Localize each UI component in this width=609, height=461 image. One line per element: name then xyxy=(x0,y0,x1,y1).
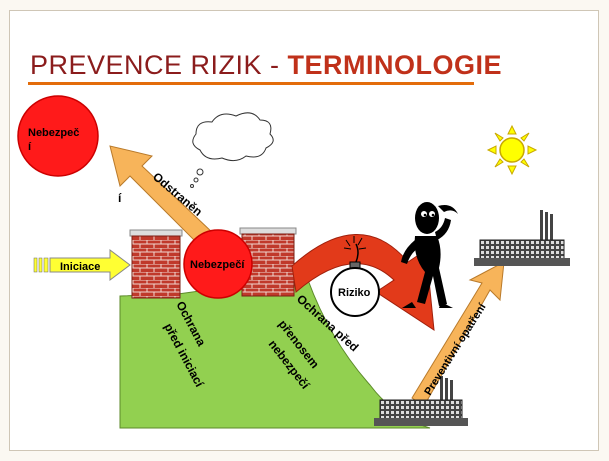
title-underline xyxy=(28,82,474,85)
removal-label-line2: í xyxy=(118,191,122,205)
cloud-icon xyxy=(190,112,274,188)
sun-icon xyxy=(486,124,538,176)
title-part2: TERMINOLOGIE xyxy=(287,50,503,80)
removal-arrow xyxy=(109,145,215,247)
title-separator: - xyxy=(262,50,288,80)
thinking-man-icon xyxy=(401,202,458,308)
factory-icon xyxy=(474,210,570,266)
hazard-top-label: Nebezpeč xyxy=(28,127,79,139)
preventive-arrow xyxy=(411,261,505,407)
hazard-center-label: Nebezpečí xyxy=(190,259,245,271)
hazard-top-label-line2: í xyxy=(28,141,32,153)
hazard-top-circle xyxy=(17,95,99,177)
initiation-arrow xyxy=(33,249,131,281)
title-part1: PREVENCE RIZIK xyxy=(30,50,263,80)
hazard-center-circle xyxy=(183,229,253,299)
bomb-icon xyxy=(330,236,380,317)
risk-arrow xyxy=(291,234,435,331)
page-title: PREVENCE RIZIK - TERMINOLOGIE xyxy=(30,50,502,81)
brick-wall-icon xyxy=(129,229,183,299)
risk-label: Riziko xyxy=(338,287,371,299)
factory-icon xyxy=(374,376,468,426)
initiation-label: Iniciace xyxy=(60,261,100,273)
